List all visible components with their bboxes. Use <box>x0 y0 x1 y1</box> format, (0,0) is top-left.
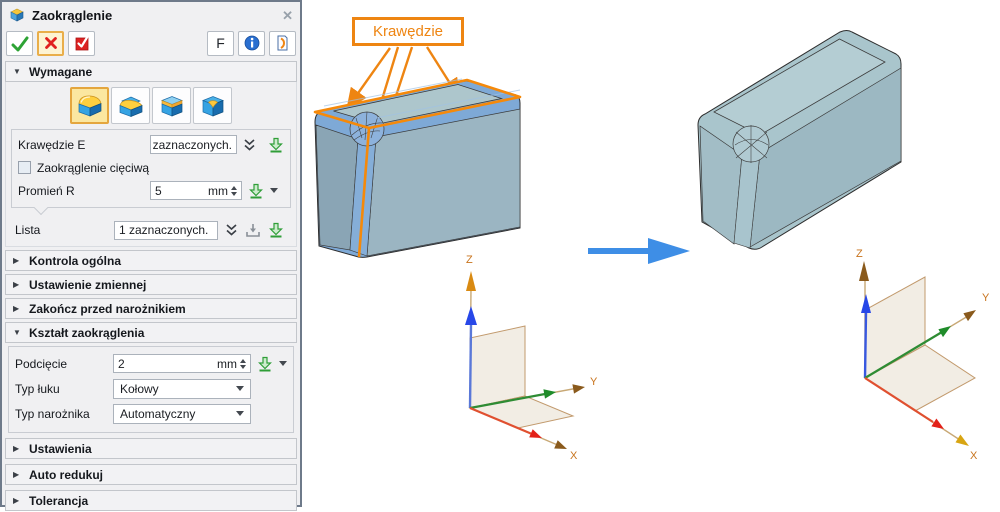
model-before[interactable] <box>312 78 527 263</box>
face-fillet-icon <box>160 95 183 117</box>
setback-spinner[interactable] <box>240 358 246 369</box>
pin-document-icon <box>275 35 290 51</box>
dialog-toolbar: F <box>2 28 300 58</box>
import-list-icon[interactable] <box>245 223 261 238</box>
double-chevron-icon[interactable] <box>243 138 256 152</box>
wymagane-content: Krawędzie E zaznaczonych. Zaokrąglenie c… <box>5 82 297 247</box>
section-wymagane[interactable]: ▼ Wymagane <box>5 61 297 82</box>
collapse-arrow-icon: ▼ <box>13 67 21 76</box>
fillet-dialog: Zaokrąglenie ✕ F <box>0 0 302 511</box>
expand-arrow-icon: ▶ <box>13 304 20 313</box>
fillet-shape-group: Podcięcie 2 mm Typ łuku Kołowy Typ na <box>8 346 294 433</box>
y-axis-label: Y <box>590 376 598 388</box>
cancel-button[interactable] <box>37 30 64 56</box>
required-inputs-group: Krawędzie E zaznaczonych. Zaokrąglenie c… <box>11 129 291 216</box>
check-icon <box>11 35 29 52</box>
fillet-type-face-button[interactable] <box>152 87 191 124</box>
section-ksztalt-zaokraglenia[interactable]: ▼ Kształt zaokrąglenia <box>5 322 297 343</box>
red-checkbox-icon <box>74 35 90 51</box>
setback-input[interactable]: 2 mm <box>113 354 251 373</box>
edge-fillet-variant-icon <box>119 96 143 117</box>
section-kontrola-ogolna[interactable]: ▶ Kontrola ogólna <box>5 250 297 271</box>
chord-fillet-checkbox[interactable] <box>18 161 31 174</box>
vertex-fillet-icon <box>201 95 224 117</box>
y-axis-label: Y <box>982 292 990 304</box>
setback-label: Podcięcie <box>15 356 68 371</box>
edges-callout: Krawędzie <box>352 17 464 46</box>
list-input[interactable]: 1 zaznaczonych. <box>114 220 218 240</box>
edges-label: Krawędzie E <box>18 137 86 152</box>
insert-list-icon[interactable] <box>268 222 284 238</box>
ok-button[interactable] <box>6 30 33 56</box>
edge-fillet-icon <box>78 95 101 117</box>
fillet-type-edge2-button[interactable] <box>111 87 150 124</box>
fillet-type-row <box>6 84 296 128</box>
radius-label: Promień R <box>18 183 75 198</box>
section-tolerancja[interactable]: ▶ Tolerancja <box>5 490 297 511</box>
dialog-title: Zaokrąglenie <box>32 7 113 23</box>
expand-arrow-icon: ▶ <box>13 470 20 479</box>
double-chevron-icon[interactable] <box>225 223 238 237</box>
expand-arrow-icon: ▶ <box>13 280 20 289</box>
info-icon <box>244 35 260 51</box>
corner-type-label: Typ narożnika <box>15 406 90 421</box>
dialog-titlebar[interactable]: Zaokrąglenie ✕ <box>2 2 300 28</box>
expand-arrow-icon: ▶ <box>13 256 20 265</box>
dropdown-caret-icon <box>236 386 244 391</box>
x-icon <box>43 35 59 51</box>
pin-button[interactable] <box>269 30 296 56</box>
expand-arrow-icon: ▶ <box>13 444 20 453</box>
expand-arrow-icon: ▶ <box>13 496 20 505</box>
z-axis-label: Z <box>466 254 473 266</box>
arc-type-select[interactable]: Kołowy <box>113 378 251 399</box>
insert-value-icon[interactable] <box>257 356 273 372</box>
fillet-type-edge-button[interactable] <box>70 87 109 124</box>
insert-value-icon[interactable] <box>248 183 264 199</box>
info-button[interactable] <box>238 30 265 56</box>
radius-options-caret-icon[interactable] <box>270 188 278 193</box>
radius-input[interactable]: 5 mm <box>150 181 242 200</box>
apply-button[interactable] <box>68 30 95 56</box>
x-axis-label: X <box>970 450 978 462</box>
axis-triad-before: Z Y X <box>465 254 598 462</box>
fillet-type-vertex-button[interactable] <box>193 87 232 124</box>
fillet-cube-icon <box>9 7 25 23</box>
section-zakoncz-przed-naroznikiem[interactable]: ▶ Zakończ przed narożnikiem <box>5 298 297 319</box>
z-axis-label: Z <box>856 248 863 260</box>
filter-button[interactable]: F <box>207 30 234 56</box>
transform-arrow <box>588 238 690 264</box>
f-label: F <box>216 35 225 51</box>
section-auto-redukuj[interactable]: ▶ Auto redukuj <box>5 464 297 485</box>
radius-spinner[interactable] <box>231 185 237 196</box>
group-tail <box>33 200 49 216</box>
radius-unit: mm <box>208 183 228 198</box>
list-row: Lista 1 zaznaczonych. <box>6 217 296 242</box>
x-axis-label: X <box>570 450 578 462</box>
collapse-arrow-icon: ▼ <box>13 328 21 337</box>
corner-type-select[interactable]: Automatyczny <box>113 403 251 424</box>
section-ustawienia[interactable]: ▶ Ustawienia <box>5 438 297 459</box>
section-ustawienie-zmiennej[interactable]: ▶ Ustawienie zmiennej <box>5 274 297 295</box>
setback-options-caret-icon[interactable] <box>279 361 287 366</box>
list-label: Lista <box>15 223 41 237</box>
axis-triad-after: Z Y X <box>856 248 990 462</box>
insert-selection-icon[interactable] <box>268 137 284 153</box>
edges-input[interactable]: zaznaczonych. <box>150 135 237 154</box>
dropdown-caret-icon <box>236 411 244 416</box>
chord-fillet-label: Zaokrąglenie cięciwą <box>37 160 150 175</box>
close-icon[interactable]: ✕ <box>282 7 293 23</box>
setback-unit: mm <box>217 356 237 371</box>
model-after[interactable] <box>690 22 905 252</box>
arc-type-label: Typ łuku <box>15 381 60 396</box>
